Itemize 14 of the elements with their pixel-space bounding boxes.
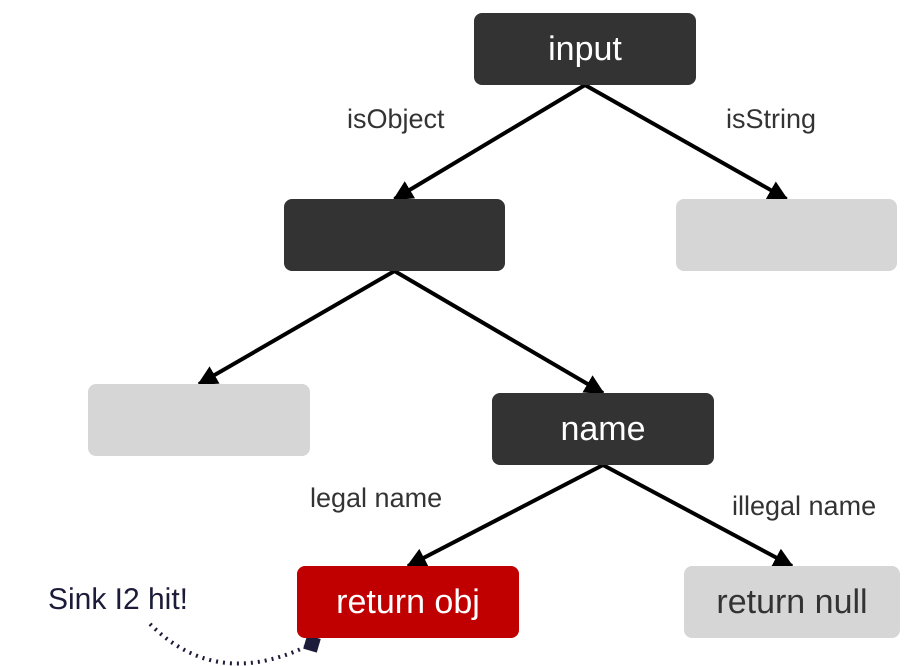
empty-box — [284, 199, 505, 271]
process-box: input — [474, 13, 696, 85]
arrow — [392, 83, 586, 201]
process-box: name — [492, 393, 714, 465]
process-box: return null — [684, 566, 900, 638]
empty-box — [676, 199, 897, 271]
arrow — [602, 463, 794, 568]
arrow — [393, 269, 605, 395]
arrow — [406, 463, 604, 568]
arrow — [584, 83, 788, 201]
result-box: return obj — [297, 566, 519, 638]
arrow — [197, 269, 396, 386]
note-text: Sink I2 hit! — [18, 578, 218, 622]
empty-box — [88, 384, 310, 456]
